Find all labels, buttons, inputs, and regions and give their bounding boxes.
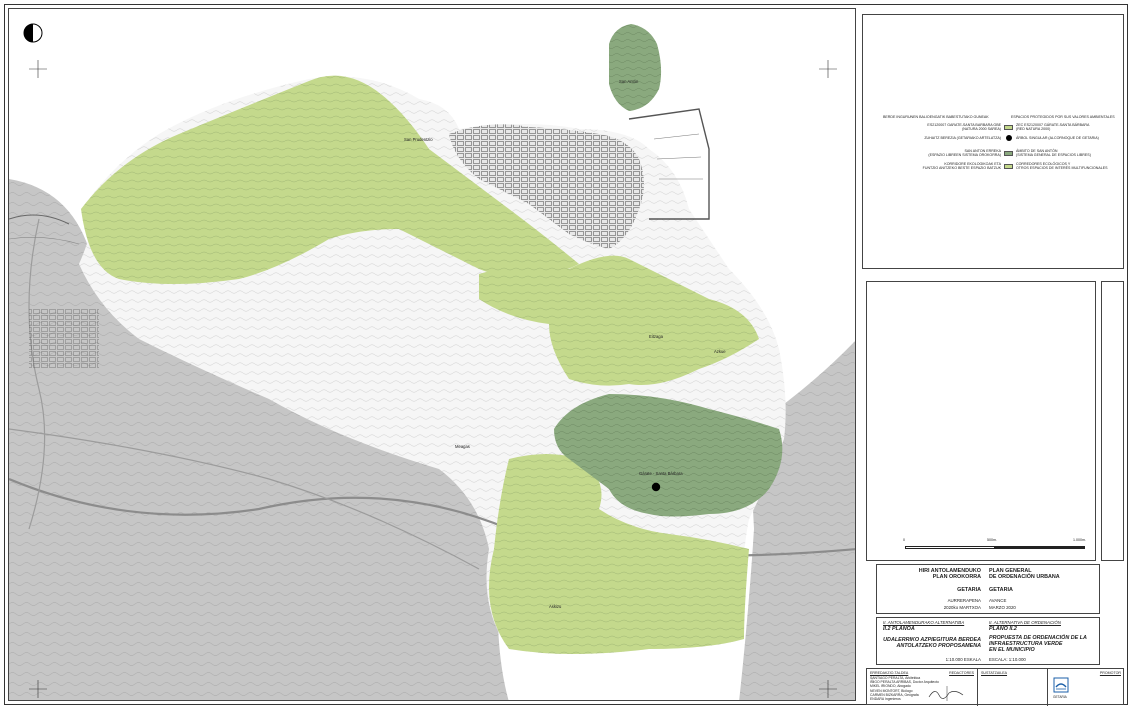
scale-eu: 1:10.000 ESKALA <box>945 657 981 662</box>
grid-crosses <box>29 60 837 698</box>
team-member: MIKEL IRIONDO, Abogado <box>870 684 911 689</box>
desc-eu-1: UDALERRIKO AZPIEGITURA BERDEA <box>883 637 981 643</box>
logo-caption: GETARIA <box>1053 695 1067 699</box>
map-canvas <box>9 9 855 700</box>
legend-item-tree: ZUHAITZ BEREZIA (GETARIAKO ARTELATZA) ÁR… <box>873 135 1123 141</box>
team-cell: ERREDAKZIO-TALDEA REDACTORES SANTIAGO PE… <box>867 669 978 706</box>
legend-item-corridors-eu2: FUNTZIO ANITZEKO BESTE ESPAZIO BATZUK <box>922 166 1001 171</box>
map-panel[interactable]: San Antón Gárate - Santa Bárbara San Pru… <box>8 8 856 701</box>
town-eu: GETARIA <box>957 587 981 593</box>
title-block-plan: HIRI ANTOLAMENDUKO PLAN OROKORRA PLAN GE… <box>876 564 1100 614</box>
plano-es: PLANO II.2 <box>989 626 1017 632</box>
sheet-frame <box>4 4 1128 705</box>
industrial-zone <box>29 309 99 369</box>
team-member: IÑIGO PERALTA ARRIBAS, Doctor Arquitecto <box>870 680 939 685</box>
phase-eu: AURRERAPENA <box>947 598 981 603</box>
desc-es-3: EN EL MUNICIPIO <box>989 647 1035 653</box>
team-member: ENDARA Ingenieros <box>870 697 901 702</box>
legend-item-san-anton-es: ÁMBITO DE SAN ANTÓN <box>1016 149 1058 153</box>
legend-item-zec-eu2: (NATURA 2000 SAREA) <box>962 127 1001 132</box>
legend-item-corridors-es2: OTROS ESPACIOS DE INTERÉS MULTIFUNCIONAL… <box>1016 166 1108 171</box>
scale-label-end: 1.000m. <box>1073 538 1086 542</box>
legend-item-zec: ES2120007 GARATE-SANTA BARBARA GBE (NATU… <box>873 123 1123 132</box>
town-es: GETARIA <box>989 587 1013 593</box>
promoter-es-cell: PROMOTOR GETARIA <box>1047 669 1125 706</box>
promoter-eu-cell: SUSTATZAILEA <box>977 669 1048 706</box>
side-strip <box>1101 281 1124 561</box>
plan-eu-1: HIRI ANTOLAMENDUKO <box>918 568 981 574</box>
plan-eu-2: PLAN OROKORRA <box>932 574 981 580</box>
team-header-2: REDACTORES <box>949 671 974 675</box>
desc-eu-2: ANTOLATZEKO PROPOSAMENA <box>896 643 981 649</box>
team-member: SANTIAGO PERALTA, Arkitektoa <box>870 676 921 680</box>
scale-bar-first <box>905 546 995 549</box>
plan-es-1: PLAN GENERAL <box>989 568 1032 574</box>
phase-es: AVANCE <box>989 598 1007 603</box>
scale-label-zero: 0 <box>903 538 905 542</box>
plan-es-2: DE ORDENACIÓN URBANA <box>989 574 1060 580</box>
legend-item-corridors: KORRIDORE EKOLOGIKOAK ETA FUNTZIO ANITZE… <box>873 162 1123 171</box>
promoter-es: PROMOTOR <box>1099 671 1121 675</box>
legend-item-san-anton-es2: (SISTEMA GENERAL DE ESPACIOS LIBRES) <box>1016 153 1091 158</box>
date-eu: 2020ko MARTXOA <box>943 605 981 610</box>
north-arrow-icon <box>23 23 43 43</box>
legend-item-tree-es: ÁRBOL SINGULAR (ALCORNOQUE DE GETARIA) <box>1016 135 1099 140</box>
place-label-san-anton: San Antón <box>619 79 639 84</box>
plano-eu: II.2 PLANOA <box>883 626 915 632</box>
alt-es: II. ALTERNATIVA DE ORDENACIÓN <box>989 620 1061 625</box>
swatch-dot-icon <box>1005 135 1012 141</box>
legend-panel: BERDE INGURUNEN BALIOENGATIK BABESTUTAKO… <box>862 14 1124 269</box>
legend-item-corridors-es: CORREDORES ECOLÓGICOS Y <box>1016 162 1071 166</box>
place-label-eitzaga: Eitzaga <box>649 334 663 339</box>
place-label-meagas: Meagas <box>455 444 470 449</box>
legend-header-eu: BERDE INGURUNEN BALIOENGATIK BABESTUTAKO… <box>883 115 989 119</box>
title-block-credits: ERREDAKZIO-TALDEA REDACTORES SANTIAGO PE… <box>866 668 1125 706</box>
place-label-san-prudentzio: San Prudentzio <box>404 137 433 142</box>
legend-item-san-anton: SAN ANTON ERREKA (ESPAZIO LIBREEN SISTEM… <box>873 149 1123 158</box>
legend-item-zec-eu: ES2120007 GARATE-SANTA BARBARA GBE <box>927 123 1001 127</box>
location-panel: 0 500m. 1.000m. <box>866 281 1096 561</box>
team-list: SANTIAGO PERALTA, Arkitektoa IÑIGO PERAL… <box>870 676 939 701</box>
title-block-plano: II. ANTOLAMENDURAKO ALTERNATIBA II. ALTE… <box>876 617 1100 665</box>
legend-item-corridors-eu: KORRIDORE EKOLOGIKOAK ETA <box>944 162 1001 166</box>
legend-item-zec-es2: (RED NATURA 2000) <box>1016 127 1051 132</box>
legend-item-zec-es: ZEC ES2120007 GÁRATE-SANTA BÁRBARA <box>1016 123 1090 127</box>
scale-bar-second <box>995 546 1085 549</box>
promoter-eu: SUSTATZAILEA <box>981 671 1008 675</box>
harbour <box>628 108 710 220</box>
place-label-askizu: Askizu <box>549 604 562 609</box>
place-label-garate: Gárate - Santa Bárbara <box>639 471 683 476</box>
team-member: CARMEN BIZKARRA, Geógrafa <box>870 692 919 697</box>
scale-es: ESCALA: 1:10.000 <box>989 657 1026 662</box>
signature-icon <box>928 686 964 701</box>
team-header: ERREDAKZIO-TALDEA <box>870 671 909 675</box>
desc-es-1: PROPUESTA DE ORDENACIÓN DE LA <box>989 635 1087 641</box>
alt-eu: II. ANTOLAMENDURAKO ALTERNATIBA <box>883 620 965 625</box>
swatch-dark-green <box>1004 150 1013 156</box>
singular-tree-marker <box>651 482 661 492</box>
legend-header-es: ESPACIOS PROTEGIDOS POR SUS VALORES AMBI… <box>1011 115 1115 119</box>
legend-item-tree-eu: ZUHAITZ BEREZIA (GETARIAKO ARTELATZA) <box>924 135 1001 140</box>
scale-label-mid: 500m. <box>987 538 997 542</box>
swatch-light-green <box>1004 124 1013 130</box>
swatch-light-green-2 <box>1004 163 1013 169</box>
legend-item-san-anton-eu2: (ESPAZIO LIBREEN SISTEMA OROKORRA) <box>928 153 1001 158</box>
place-label-azkue: Azkue <box>714 349 726 354</box>
getaria-logo-icon <box>1053 677 1069 693</box>
desc-es-2: INFRAESTRUCTURA VERDE <box>989 641 1063 647</box>
team-member: NEVEN MONTORT, Biólogo <box>870 688 913 693</box>
legend-item-san-anton-eu: SAN ANTON ERREKA <box>964 149 1001 153</box>
date-es: MARZO 2020 <box>989 605 1016 610</box>
